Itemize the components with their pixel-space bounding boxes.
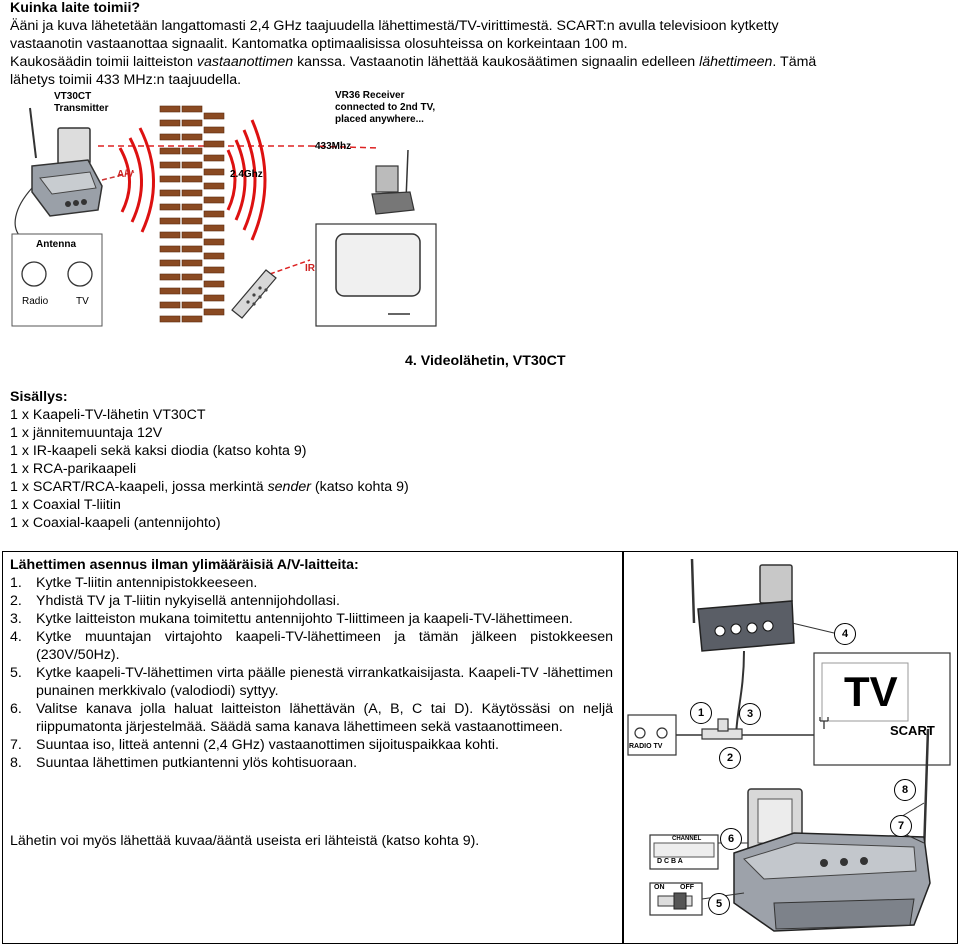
contents-scart-a: 1 x SCART/RCA-kaapeli, jossa merkintä	[10, 479, 268, 495]
callout-3: 3	[739, 703, 761, 725]
contents-item: 1 x IR-kaapeli sekä kaksi diodia (katso …	[10, 443, 307, 459]
install-step: 3. Kytke laitteiston mukana toimitettu an…	[10, 610, 613, 628]
intro-line-3-transmitter: lähettimeen	[699, 54, 773, 70]
step-text: Kytke laitteiston mukana toimitettu ante…	[36, 611, 573, 627]
intro-line-3: Kaukosäädin toimii laitteiston vastaanot…	[10, 53, 816, 71]
fig1-transmitter-label-1: VT30CT	[54, 91, 92, 102]
fig1-antenna-label: Antenna	[36, 239, 76, 250]
step-number: 7.	[10, 737, 22, 753]
install-step: 1. Kytke T-liitin antennipistokkeeseen.	[10, 574, 613, 592]
system-diagram: VT30CT Transmitter VR36 Receiver connect…	[10, 88, 440, 328]
install-heading: Lähettimen asennus ilman ylimääräisiä A/…	[10, 557, 359, 573]
off-label: OFF	[680, 884, 694, 891]
install-diagram-svg	[627, 558, 951, 932]
fig1-24ghz-label: 2.4Ghz	[230, 169, 263, 180]
intro-line-3-c: . Tämä	[772, 54, 817, 70]
contents-heading: Sisällys:	[10, 389, 68, 405]
install-steps: 1. Kytke T-liitin antennipistokkeeseen. 2…	[10, 574, 613, 772]
step-number: 4.	[10, 629, 22, 645]
step-text: Yhdistä TV ja T-liitin nykyisellä antenn…	[36, 593, 340, 609]
step-text: Kytke T-liitin antennipistokkeeseen.	[36, 575, 258, 591]
step-text: Suuntaa lähettimen putkiantenni ylös koh…	[36, 755, 358, 771]
section-title: 4. Videolähetin, VT30CT	[405, 353, 566, 369]
contents-scart-b: (katso kohta 9)	[310, 479, 409, 495]
install-text-box	[2, 551, 624, 944]
fig1-radio-label: Radio	[22, 296, 49, 307]
install-step: 2. Yhdistä TV ja T-liitin nykyisellä ante…	[10, 592, 613, 610]
fig1-receiver-label-1: VR36 Receiver	[335, 90, 405, 101]
step-text: Kytke muuntajan virtajohto kaapeli-TV-lä…	[36, 629, 613, 663]
intro-line-3-b: kanssa. Vastaanotin lähettää kaukosäätim…	[293, 54, 700, 70]
radio-tv-label: RADIO TV	[629, 743, 663, 750]
step-text: Kytke kaapeli-TV-lähettimen virta päälle…	[36, 665, 613, 699]
fig1-transmitter-label-2: Transmitter	[54, 103, 109, 114]
fig1-433-label: 433Mhz	[315, 141, 352, 152]
install-step: 4. Kytke muuntajan virtajohto kaapeli-TV-…	[10, 628, 613, 664]
callout-5: 5	[708, 893, 730, 915]
step-number: 8.	[10, 755, 22, 771]
scart-label: SCART	[890, 723, 935, 738]
callout-2: 2	[719, 747, 741, 769]
channel-label: CHANNEL	[672, 836, 702, 842]
contents-item: 1 x Coaxial-kaapeli (antennijohto)	[10, 515, 221, 531]
install-step: 6. Valitse kanava jolla haluat laitteisto…	[10, 700, 613, 736]
contents-item: 1 x jännitemuuntaja 12V	[10, 425, 163, 441]
contents-scart-sender: sender	[267, 479, 311, 495]
callout-1: 1	[690, 702, 712, 724]
intro-line-1: Ääni ja kuva lähetetään langattomasti 2,…	[10, 18, 779, 34]
channel-letters: D C B A	[657, 858, 683, 865]
intro-line-3-a: Kaukosäädin toimii laitteiston	[10, 54, 197, 70]
install-figure-box	[622, 551, 958, 944]
install-diagram: TV SCART RADIO TV CHANNEL D C B A ON OFF…	[624, 553, 954, 939]
install-footer: Lähetin voi myös lähettää kuvaa/ääntä us…	[10, 833, 480, 849]
callout-4: 4	[834, 623, 856, 645]
fig1-ir-label: IR	[305, 263, 315, 274]
on-label: ON	[654, 884, 665, 891]
install-step: 7. Suuntaa iso, litteä antenni (2,4 GHz) …	[10, 736, 613, 754]
step-number: 5.	[10, 665, 22, 681]
contents-item: 1 x RCA-parikaapeli	[10, 461, 137, 477]
intro-heading: Kuinka laite toimii?	[10, 0, 141, 16]
step-number: 3.	[10, 611, 22, 627]
step-text: Valitse kanava jolla haluat laitteiston …	[36, 701, 613, 735]
step-number: 2.	[10, 593, 22, 609]
callout-8: 8	[894, 779, 916, 801]
step-text: Suuntaa iso, litteä antenni (2,4 GHz) va…	[36, 737, 499, 753]
contents-item: 1 x Kaapeli-TV-lähetin VT30CT	[10, 407, 206, 423]
intro-line-3-receiver: vastaanottimen	[196, 54, 294, 70]
callout-6: 6	[720, 828, 742, 850]
system-diagram-svg	[11, 105, 437, 327]
tv-big-label: TV	[844, 668, 898, 715]
contents-item-scart: 1 x SCART/RCA-kaapeli, jossa merkintä se…	[10, 478, 409, 496]
fig1-av-label: A/V	[117, 169, 134, 180]
fig1-receiver-label-3: placed anywhere...	[335, 114, 424, 125]
intro-line-2: vastaanotin vastaanottaa signaalit. Kant…	[10, 36, 628, 52]
fig1-receiver-label-2: connected to 2nd TV,	[335, 102, 436, 113]
callout-7: 7	[890, 815, 912, 837]
install-step: 8. Suuntaa lähettimen putkiantenni ylös k…	[10, 754, 613, 772]
contents-item: 1 x Coaxial T-liitin	[10, 497, 121, 513]
fig1-tv-label: TV	[76, 296, 89, 307]
step-number: 6.	[10, 701, 22, 717]
install-step: 5. Kytke kaapeli-TV-lähettimen virta pääl…	[10, 664, 613, 700]
intro-line-4: lähetys toimii 433 MHz:n taajuudella.	[10, 72, 242, 88]
step-number: 1.	[10, 575, 22, 591]
